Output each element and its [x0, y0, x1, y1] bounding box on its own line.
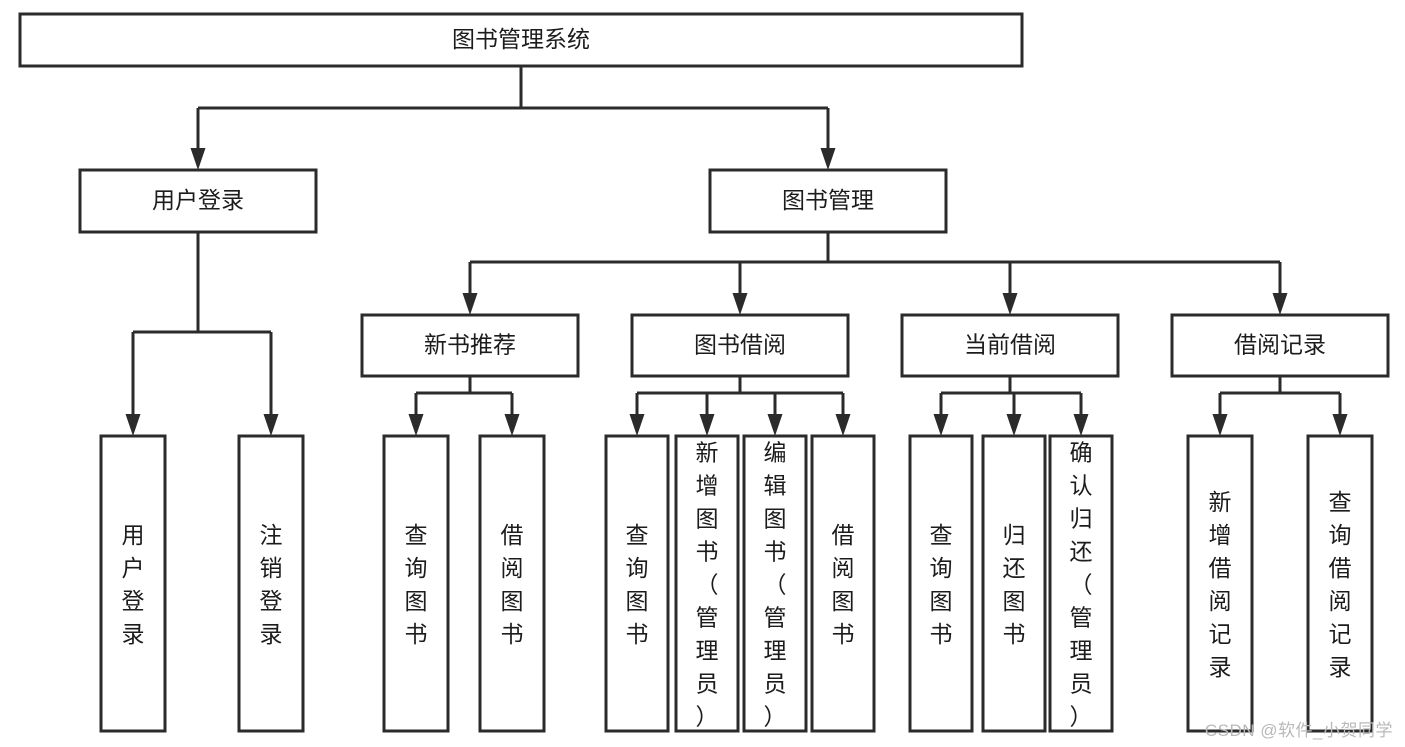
node-label: 归还图书: [1003, 522, 1026, 647]
arrow-head-icon: [190, 148, 206, 170]
connector-group-new_book_rec: [408, 376, 520, 436]
node-label: 编辑图书（管理员）: [764, 440, 787, 730]
node-leaf_confirm_return[interactable]: 确认归还（管理员）: [1048, 434, 1114, 733]
connector-group-borrow_record: [1212, 376, 1348, 436]
node-leaf_logout[interactable]: 注销登录: [237, 434, 305, 733]
nodes-layer: 图书管理系统用户登录图书管理新书推荐图书借阅当前借阅借阅记录用户登录注销登录查询…: [18, 12, 1390, 733]
node-label: 查询借阅记录: [1329, 489, 1352, 680]
node-leaf_return_book[interactable]: 归还图书: [981, 434, 1047, 733]
node-box[interactable]: [604, 434, 670, 733]
arrow-head-icon: [1002, 293, 1018, 315]
node-label: 当前借阅: [964, 332, 1056, 358]
node-box[interactable]: [1306, 434, 1374, 733]
node-box[interactable]: [99, 434, 167, 733]
node-box[interactable]: [1048, 434, 1114, 733]
node-leaf_query_book_a[interactable]: 查询图书: [382, 434, 450, 733]
node-book_borrow[interactable]: 图书借阅: [630, 313, 850, 378]
node-label: 图书管理: [782, 187, 874, 213]
node-box[interactable]: [1186, 434, 1254, 733]
connector-group-root: [190, 66, 836, 170]
connector-group-book_manage: [462, 232, 1288, 315]
node-box[interactable]: [630, 313, 850, 378]
node-box[interactable]: [1170, 313, 1390, 378]
node-box[interactable]: [981, 434, 1047, 733]
connector-group-user_login: [125, 232, 279, 436]
connector-group-current_borrow: [933, 376, 1089, 436]
node-label: 用户登录: [122, 522, 145, 647]
node-leaf_add_book[interactable]: 新增图书（管理员）: [674, 434, 740, 733]
node-label: 借阅记录: [1234, 332, 1326, 358]
arrow-head-icon: [125, 414, 141, 436]
arrow-head-icon: [1272, 293, 1288, 315]
node-book_manage[interactable]: 图书管理: [708, 168, 948, 234]
arrow-head-icon: [820, 148, 836, 170]
node-box[interactable]: [18, 12, 1024, 68]
node-leaf_query_book_c[interactable]: 查询图书: [908, 434, 974, 733]
node-label: 图书借阅: [694, 332, 786, 358]
node-box[interactable]: [708, 168, 948, 234]
node-label: 查询图书: [626, 522, 649, 647]
arrow-head-icon: [408, 414, 424, 436]
node-leaf_borrow_book_a[interactable]: 借阅图书: [478, 434, 546, 733]
arrow-head-icon: [732, 293, 748, 315]
node-box[interactable]: [360, 313, 580, 378]
node-borrow_record[interactable]: 借阅记录: [1170, 313, 1390, 378]
node-label: 图书管理系统: [452, 26, 590, 52]
node-box[interactable]: [900, 313, 1120, 378]
node-box[interactable]: [810, 434, 876, 733]
arrow-head-icon: [504, 414, 520, 436]
node-box[interactable]: [908, 434, 974, 733]
arrow-head-icon: [629, 414, 645, 436]
node-new_book_rec[interactable]: 新书推荐: [360, 313, 580, 378]
connector-group-book_borrow: [629, 376, 851, 436]
arrow-head-icon: [767, 414, 783, 436]
arrow-head-icon: [1006, 414, 1022, 436]
node-label: 查询图书: [405, 522, 428, 647]
node-label: 新增图书（管理员）: [696, 440, 719, 730]
arrow-head-icon: [1073, 414, 1089, 436]
node-leaf_user_login[interactable]: 用户登录: [99, 434, 167, 733]
connectors-layer: [125, 66, 1348, 436]
node-box[interactable]: [382, 434, 450, 733]
node-box[interactable]: [237, 434, 305, 733]
node-leaf_query_record[interactable]: 查询借阅记录: [1306, 434, 1374, 733]
node-box[interactable]: [78, 168, 318, 234]
arrow-head-icon: [699, 414, 715, 436]
arrow-head-icon: [835, 414, 851, 436]
node-box[interactable]: [742, 434, 808, 733]
node-label: 新书推荐: [424, 332, 516, 358]
node-label: 借阅图书: [832, 522, 855, 647]
node-leaf_query_book_b[interactable]: 查询图书: [604, 434, 670, 733]
arrow-head-icon: [1332, 414, 1348, 436]
node-box[interactable]: [478, 434, 546, 733]
arrow-head-icon: [933, 414, 949, 436]
arrow-head-icon: [263, 414, 279, 436]
node-user_login[interactable]: 用户登录: [78, 168, 318, 234]
node-leaf_add_record[interactable]: 新增借阅记录: [1186, 434, 1254, 733]
node-label: 确认归还（管理员）: [1070, 440, 1093, 730]
node-current_borrow[interactable]: 当前借阅: [900, 313, 1120, 378]
node-label: 借阅图书: [501, 522, 524, 647]
node-box[interactable]: [674, 434, 740, 733]
node-leaf_edit_book[interactable]: 编辑图书（管理员）: [742, 434, 808, 733]
node-label: 用户登录: [152, 187, 244, 213]
node-label: 新增借阅记录: [1209, 489, 1232, 680]
node-label: 查询图书: [930, 522, 953, 647]
node-label: 注销登录: [260, 522, 283, 647]
node-root[interactable]: 图书管理系统: [18, 12, 1024, 68]
arrow-head-icon: [1212, 414, 1228, 436]
arrow-head-icon: [462, 293, 478, 315]
node-leaf_borrow_book_b[interactable]: 借阅图书: [810, 434, 876, 733]
